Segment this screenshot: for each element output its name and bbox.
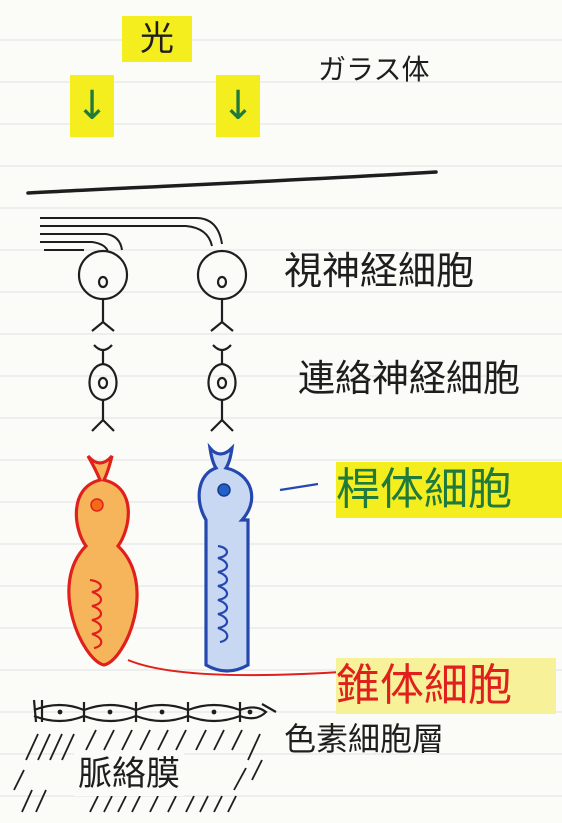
arrow-highlight-left xyxy=(70,75,114,137)
arrow-highlight-right xyxy=(216,75,260,137)
vitreous-label: ガラス体 xyxy=(318,53,430,86)
light-arrow-left: ↓ xyxy=(75,83,109,129)
rod-membrane-discs xyxy=(217,544,229,644)
light-label: 光 xyxy=(122,16,192,62)
nerve-fibers xyxy=(40,217,223,253)
cone-cell-label: 錐体細胞 xyxy=(336,658,556,714)
bipolar-cell-label: 連絡神経細胞 xyxy=(298,357,520,400)
bipolar-cell-right xyxy=(207,344,237,432)
vitreous-boundary-line xyxy=(26,170,438,195)
rod-cell-label: 桿体細胞 xyxy=(336,462,562,518)
choroid-hatching xyxy=(13,729,263,813)
cone-nucleus xyxy=(90,498,104,512)
rod-pointer-line xyxy=(279,482,319,492)
light-arrow-right: ↓ xyxy=(221,83,255,129)
ganglion-cell-label: 視神経細胞 xyxy=(284,249,475,293)
choroid-label: 脈絡膜 xyxy=(74,752,184,796)
cone-pointer-line xyxy=(127,659,341,677)
rod-nucleus xyxy=(217,483,231,497)
bipolar-cell-left xyxy=(88,344,118,432)
pigment-dots xyxy=(57,709,253,715)
cone-cell xyxy=(67,454,139,667)
rod-cell xyxy=(197,442,254,673)
cone-membrane-discs xyxy=(89,578,103,650)
ganglion-cell-right xyxy=(196,249,248,332)
pigment-layer-label: 色素細胞層 xyxy=(284,720,445,758)
ganglion-cell-left xyxy=(77,249,129,332)
pigment-layer-cells xyxy=(32,699,277,723)
